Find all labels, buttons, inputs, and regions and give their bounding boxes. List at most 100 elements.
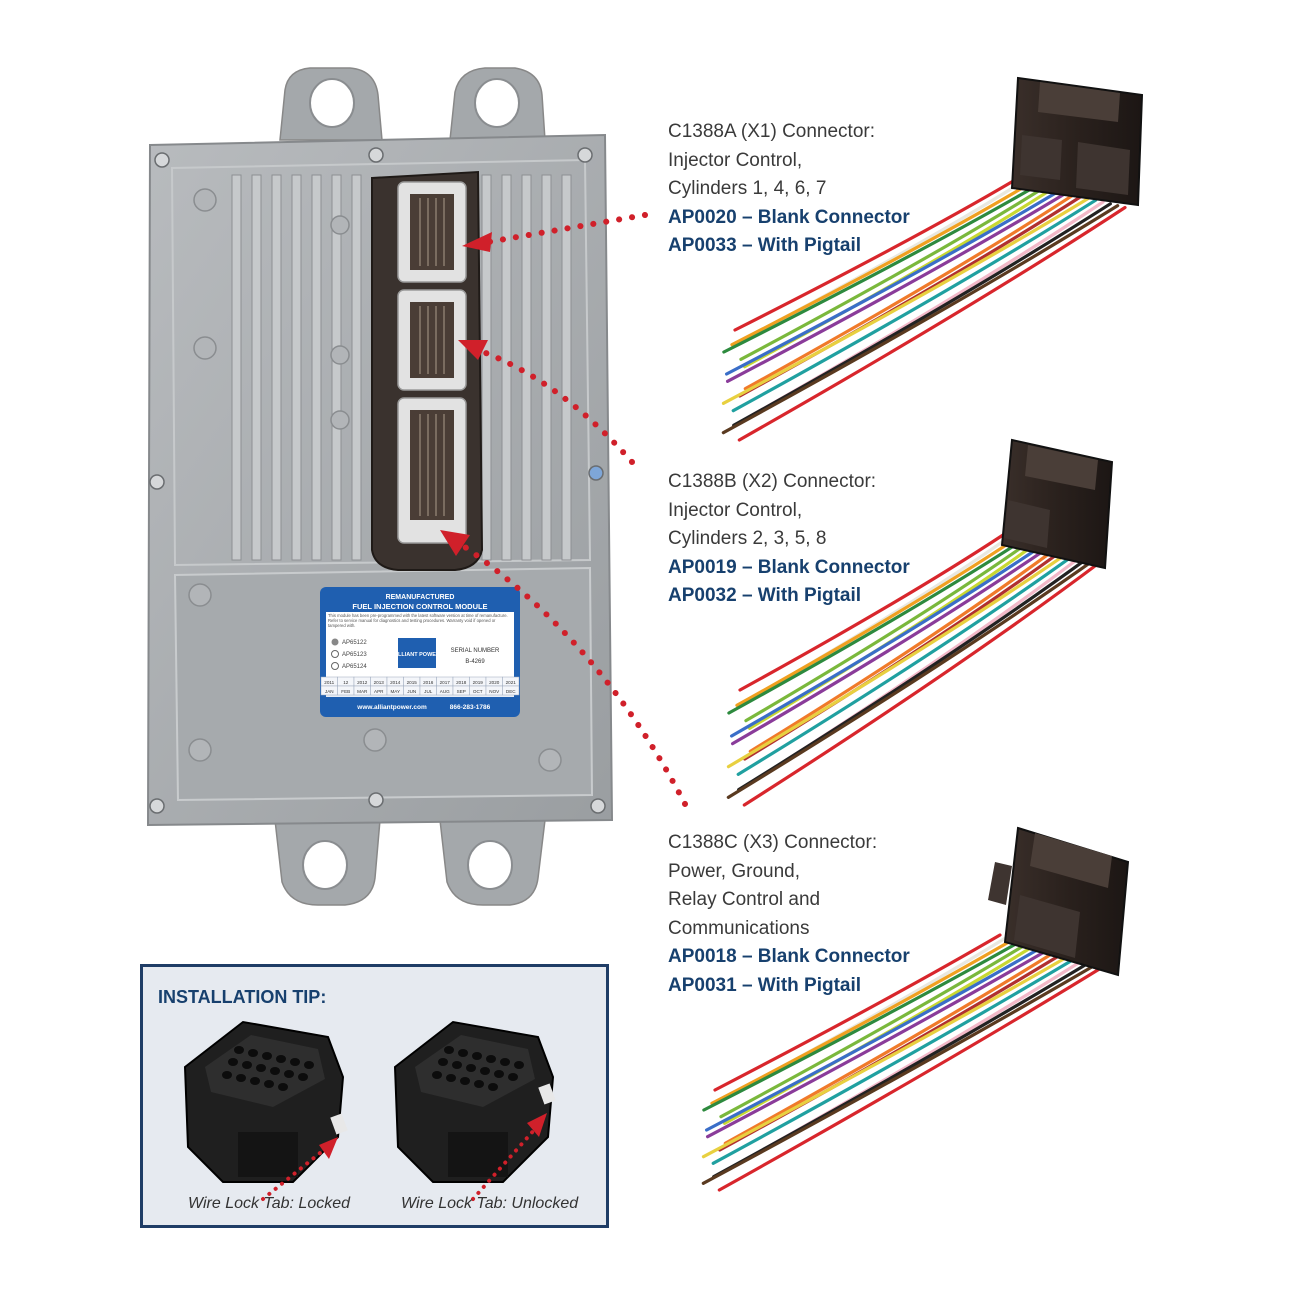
pigtail-x2 [726, 438, 1114, 807]
wire [727, 538, 1025, 715]
screws [149, 147, 606, 814]
brand-logo-text: ALLIANT POWER [394, 652, 440, 658]
installation-tip-box: INSTALLATION TIP: [140, 964, 609, 1228]
callout-x3-line: Relay Control and [668, 889, 821, 910]
wire [705, 946, 1053, 1139]
tip-illustration [183, 1020, 556, 1201]
mounting-ear-bottom-right [439, 819, 546, 906]
label-grid-text: AUG [440, 689, 450, 694]
wire [721, 204, 1120, 435]
tip-arrow-locked [261, 1147, 327, 1201]
wire [701, 959, 1105, 1185]
arrow-x1 [485, 212, 648, 245]
wire [731, 198, 1098, 413]
callout-x1-line: Cylinders 1, 4, 6, 7 [668, 178, 827, 199]
wire [705, 944, 1046, 1132]
tip-arrowhead-unlocked [527, 1113, 547, 1137]
wire [726, 556, 1098, 799]
wire [730, 543, 1045, 738]
installation-tip-title: INSTALLATION TIP: [158, 987, 327, 1007]
callout-x2-part-blank: AP0019 – Blank Connector [668, 556, 910, 578]
label-title-2: FUEL INJECTION CONTROL MODULE [352, 602, 487, 611]
wire [701, 951, 1075, 1159]
callout-x3-title: C1388C (X3) Connector: [668, 832, 878, 853]
brand-logo [398, 638, 436, 668]
label-grid-text: MAR [357, 689, 368, 694]
label-serial-value: B-4269 [465, 659, 485, 665]
caption-locked: Wire Lock Tab: Locked [188, 1195, 351, 1212]
label-grid-text: 2021 [506, 680, 517, 685]
pigtail-x3-connector-body [988, 826, 1130, 977]
callout-x1-line: Injector Control, [668, 149, 803, 171]
callout-x3-line: Communications [668, 917, 810, 939]
wire [702, 938, 1024, 1112]
callout-x2-line: Cylinders 2, 3, 5, 8 [668, 528, 827, 549]
callout-x1-part-blank: AP0020 – Blank Connector [668, 206, 910, 228]
label-grid-text: APR [374, 689, 384, 694]
pigtail-x1-connector-body [1010, 76, 1144, 207]
wire [737, 205, 1127, 442]
wire [748, 546, 1058, 753]
wire [742, 558, 1105, 807]
wire [730, 182, 1032, 347]
arrowhead-x2 [458, 340, 488, 360]
wire [713, 933, 1002, 1092]
module-connector-header [371, 170, 484, 571]
pigtail-x3 [701, 826, 1130, 1192]
label-grid-text: DEC [506, 689, 516, 694]
label-grid-text: OCT [473, 689, 483, 694]
mounting-ear-top-left [279, 67, 383, 141]
lock-tab-unlocked [538, 1083, 556, 1105]
pigtail-x1 [721, 76, 1144, 442]
label-grid-text: 2012 [357, 680, 368, 685]
arrowheads [440, 232, 492, 556]
wire [723, 948, 1061, 1145]
caption-unlocked: Wire Lock Tab: Unlocked [401, 1195, 579, 1212]
label-grid-text: 2019 [473, 680, 484, 685]
wire [719, 940, 1031, 1119]
callout-x2-part-pigtail: AP0032 – With Pigtail [668, 585, 862, 606]
wire [733, 178, 1017, 332]
wire [725, 191, 1068, 383]
pigtail-x3-wires [701, 933, 1112, 1192]
label-grid-text: 2015 [407, 680, 418, 685]
callout-x3-part-blank: AP0018 – Blank Connector [668, 946, 910, 967]
label-grid-text: NOV [489, 689, 500, 694]
callout-x2-title: C1388B (X2) Connector: [668, 471, 877, 492]
label-grid-text: JAN [325, 689, 334, 694]
wire [744, 540, 1032, 723]
pigtail-x2-connector-body [1000, 438, 1114, 570]
mounting-ear-top-right [449, 67, 546, 141]
label-grid-text: MAY [390, 689, 400, 694]
connector-unlocked [393, 1020, 556, 1183]
lock-tab-locked [330, 1113, 348, 1135]
label-grid-text: 2011 [324, 680, 334, 685]
wire [739, 185, 1046, 361]
wire [711, 953, 1083, 1165]
wire [725, 189, 1061, 376]
wire [743, 193, 1076, 391]
product-label: REMANUFACTURED FUEL INJECTION CONTROL MO… [320, 587, 520, 717]
label-grid-text: FEB [341, 689, 350, 694]
wire [736, 551, 1078, 776]
wire [726, 550, 1072, 769]
arrow-x2 [475, 347, 635, 465]
wire [710, 937, 1017, 1105]
label-title-1: REMANUFACTURED [386, 594, 455, 601]
label-phone: 866-283-1786 [450, 704, 491, 711]
label-website: www.alliantpower.com [356, 704, 427, 711]
label-serial-label: SERIAL NUMBER [451, 648, 500, 654]
label-grid-text: SEP [457, 689, 466, 694]
wire [735, 536, 1018, 707]
label-grid-text: 2013 [374, 680, 385, 685]
label-grid-text: JUL [424, 689, 433, 694]
callout-x2: C1388B (X2) Connector: Injector Control,… [668, 468, 910, 611]
callout-x3-line: Power, Ground, [668, 860, 801, 882]
callout-x1-title: C1388A (X1) Connector: [668, 121, 876, 142]
label-option: AP65122 [342, 640, 367, 646]
wire [717, 960, 1112, 1192]
pigtail-x1-wires [721, 178, 1127, 442]
callout-arrows [459, 212, 688, 807]
